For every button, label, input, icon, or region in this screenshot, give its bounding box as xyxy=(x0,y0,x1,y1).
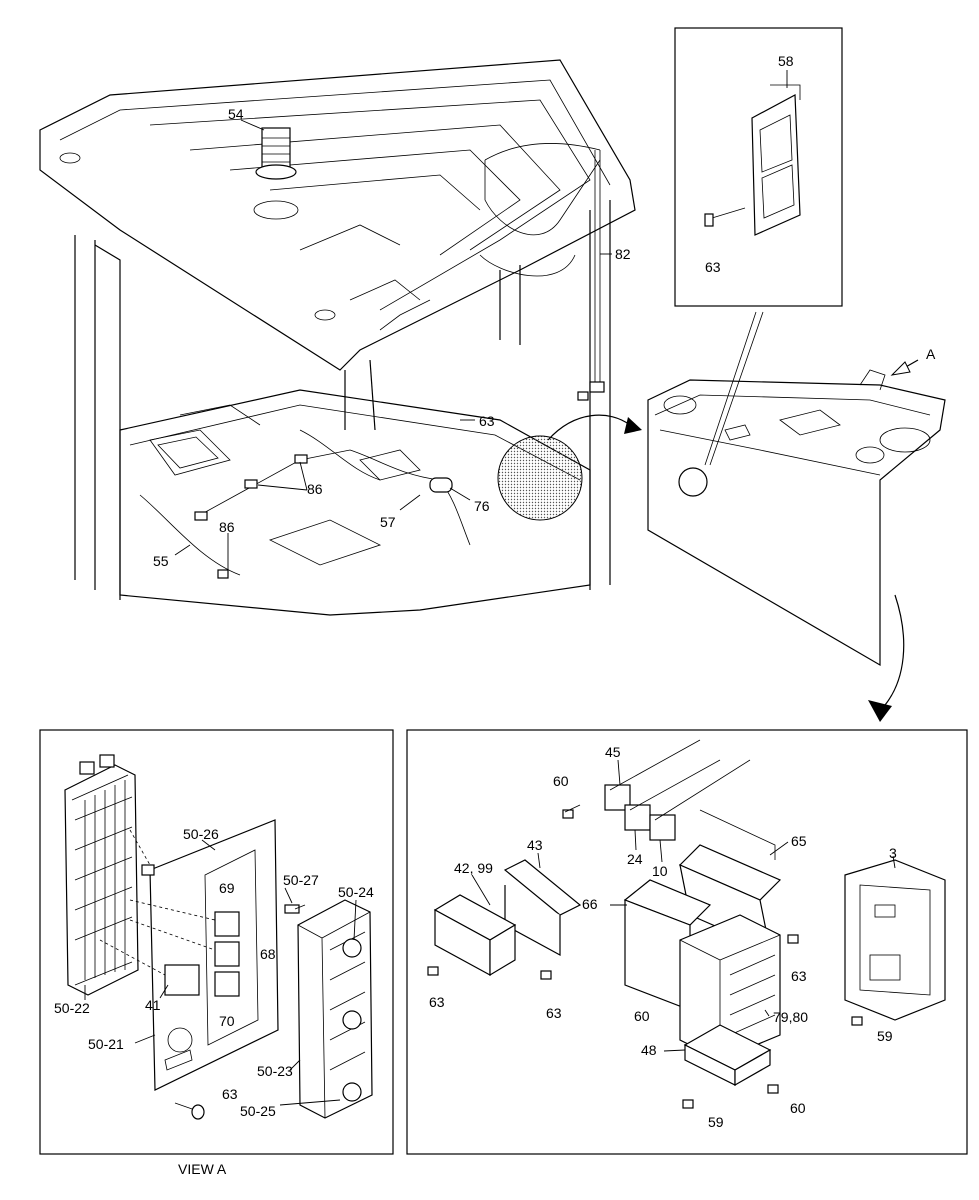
callout-63-b: 63 xyxy=(429,994,445,1010)
callout-50-22: 50-22 xyxy=(54,1000,90,1016)
callout-41: 41 xyxy=(145,997,161,1013)
callout-70: 70 xyxy=(219,1013,235,1029)
callout-24: 24 xyxy=(627,851,643,867)
callout-58: 58 xyxy=(778,53,794,69)
callout-59-b: 59 xyxy=(708,1114,724,1130)
callout-86-a: 86 xyxy=(307,481,323,497)
callout-50-21: 50-21 xyxy=(88,1036,124,1052)
callout-63-c: 63 xyxy=(546,1005,562,1021)
callout-48: 48 xyxy=(641,1042,657,1058)
callout-63-viewa: 63 xyxy=(222,1086,238,1102)
callout-50-27: 50-27 xyxy=(283,872,319,888)
callout-50-23: 50-23 xyxy=(257,1063,293,1079)
callout-69: 69 xyxy=(219,880,235,896)
callout-59-a: 59 xyxy=(877,1028,893,1044)
callout-82: 82 xyxy=(615,246,631,262)
transfer-arrow xyxy=(547,414,642,441)
callout-54: 54 xyxy=(228,106,244,122)
view-a-box xyxy=(39,729,394,1155)
leader-lines xyxy=(84,119,896,1106)
zoom-circle xyxy=(497,435,583,521)
callout-10: 10 xyxy=(652,863,668,879)
callout-65: 65 xyxy=(791,833,807,849)
callout-50-24: 50-24 xyxy=(338,884,374,900)
down-arrow xyxy=(868,594,905,722)
view-arrow-label: A xyxy=(926,346,936,362)
callout-60-c: 60 xyxy=(790,1100,806,1116)
callout-57: 57 xyxy=(380,514,396,530)
callout-labels: 54 58 63 82 A 63 86 86 55 57 76 50-26 50… xyxy=(54,53,936,1177)
callout-50-26: 50-26 xyxy=(183,826,219,842)
controller-box xyxy=(406,729,968,1155)
callout-60-a: 60 xyxy=(553,773,569,789)
callout-55: 55 xyxy=(153,553,169,569)
callout-42-99: 42, 99 xyxy=(454,860,493,876)
callout-66: 66 xyxy=(582,896,598,912)
callout-45: 45 xyxy=(605,744,621,760)
callout-79-80: 79,80 xyxy=(773,1009,808,1025)
callout-68: 68 xyxy=(260,946,276,962)
view-a-label: VIEW A xyxy=(178,1161,227,1177)
callout-43: 43 xyxy=(527,837,543,853)
callout-60-b: 60 xyxy=(634,1008,650,1024)
cab-overhead-assembly xyxy=(39,59,636,616)
dashboard-panel xyxy=(647,359,946,667)
callout-63-d: 63 xyxy=(791,968,807,984)
callout-86-b: 86 xyxy=(219,519,235,535)
callout-63-inset: 63 xyxy=(705,259,721,275)
callout-50-25: 50-25 xyxy=(240,1103,276,1119)
callout-3: 3 xyxy=(889,845,897,861)
callout-63-top: 63 xyxy=(479,413,495,429)
callout-76: 76 xyxy=(474,498,490,514)
inset-box xyxy=(674,27,843,466)
